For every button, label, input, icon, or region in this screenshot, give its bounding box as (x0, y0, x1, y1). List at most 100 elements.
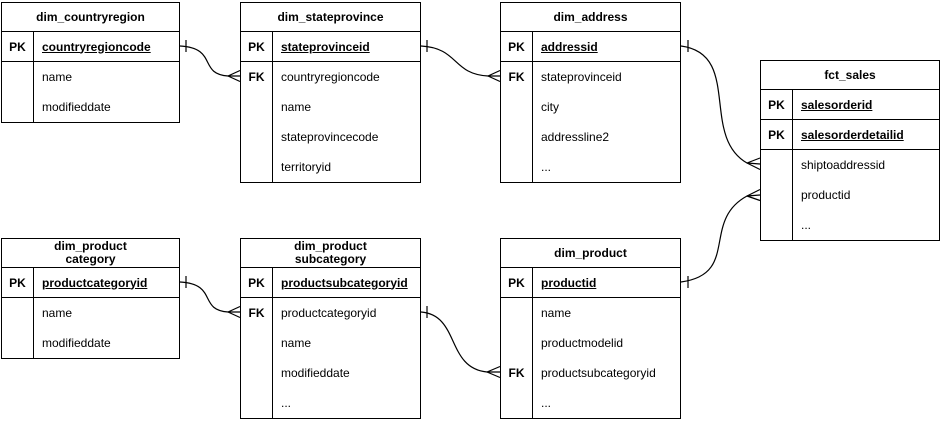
table-title-text: dim_stateprovince (277, 9, 384, 24)
key-label (241, 152, 273, 182)
field-name: salesorderdetailid (801, 127, 904, 142)
field-name: city (541, 100, 559, 114)
key-label (761, 150, 793, 180)
key-label: PK (241, 268, 273, 297)
table-title-text: dim_product (554, 245, 627, 260)
key-label: PK (761, 90, 793, 119)
table-row: PK stateprovinceid (241, 32, 420, 62)
field-name: addressid (541, 39, 598, 54)
table-title-text: dim_countryregion (36, 9, 145, 24)
field-name: name (42, 306, 73, 320)
table-title-text: dim_product category (54, 239, 127, 266)
key-label (2, 62, 34, 92)
field-name: name (541, 306, 572, 320)
field-name: productmodelid (541, 336, 624, 350)
key-label: PK (501, 32, 533, 61)
table-row: FK productsubcategoryid (501, 358, 680, 388)
field-name: stateprovinceid (541, 70, 622, 84)
table-row: FK productcategoryid (241, 298, 420, 328)
table-fct-sales[interactable]: fct_sales PK salesorderid PK salesorderd… (760, 60, 940, 241)
table-row: PK countryregioncode (2, 32, 179, 62)
field-name: name (281, 100, 312, 114)
relationship-countryregion-to-stateprovince[interactable] (179, 40, 241, 83)
field-name: ... (281, 396, 292, 410)
field-name: salesorderid (801, 97, 873, 112)
table-row: name (501, 298, 680, 328)
key-label: PK (761, 120, 793, 149)
key-label (2, 298, 34, 328)
table-row: modifieddate (2, 92, 179, 122)
table-title-text: dim_product subcategory (294, 239, 367, 266)
table-row: territoryid (241, 152, 420, 182)
many-crow-foot-icon (487, 69, 501, 83)
field-name: productsubcategoryid (541, 366, 656, 380)
table-row: FK stateprovinceid (501, 62, 680, 92)
field-name: stateprovinceid (281, 39, 370, 54)
table-dim-productsubcategory[interactable]: dim_product subcategory PK productsubcat… (240, 238, 421, 419)
table-row: ... (761, 210, 939, 240)
table-title: dim_address (501, 3, 680, 32)
table-row: PK productid (501, 268, 680, 298)
table-row: ... (241, 388, 420, 418)
table-row: productid (761, 180, 939, 210)
many-crow-foot-icon (227, 69, 241, 83)
relationship-productsubcategory-to-product[interactable] (420, 306, 501, 379)
key-label (241, 388, 273, 418)
table-row: stateprovincecode (241, 122, 420, 152)
table-dim-product[interactable]: dim_product PK productid name productmod… (500, 238, 681, 419)
table-title: dim_product category (2, 239, 179, 268)
table-row: PK salesorderdetailid (761, 120, 939, 150)
key-label: FK (501, 358, 533, 388)
relationship-address-to-fctsales[interactable] (680, 40, 761, 171)
key-label (241, 92, 273, 122)
table-row: PK productcategoryid (2, 268, 179, 298)
connector-path (179, 281, 240, 313)
relationship-product-to-fctsales[interactable] (680, 188, 761, 289)
table-dim-address[interactable]: dim_address PK addressid FK stateprovinc… (500, 2, 681, 183)
key-label (761, 210, 793, 240)
field-name: name (42, 70, 73, 84)
table-row: modifieddate (2, 328, 179, 358)
table-row: ... (501, 152, 680, 182)
key-label (501, 298, 533, 328)
table-row: productmodelid (501, 328, 680, 358)
key-label (241, 328, 273, 358)
table-dim-countryregion[interactable]: dim_countryregion PK countryregioncode n… (1, 2, 180, 123)
relationship-productcategory-to-productsubcategory[interactable] (179, 276, 241, 319)
field-name: countryregioncode (42, 39, 151, 54)
table-row: city (501, 92, 680, 122)
key-label (501, 328, 533, 358)
table-dim-stateprovince[interactable]: dim_stateprovince PK stateprovinceid FK … (240, 2, 421, 183)
many-crow-foot-icon (746, 188, 761, 202)
field-name: productid (541, 275, 597, 290)
key-label (761, 180, 793, 210)
table-row: addressline2 (501, 122, 680, 152)
field-name: productcategoryid (281, 306, 377, 320)
many-crow-foot-icon (227, 305, 241, 319)
key-label: FK (241, 298, 273, 328)
connector-path (179, 45, 240, 77)
field-name: ... (541, 396, 552, 410)
field-name: productsubcategoryid (281, 275, 408, 290)
table-row: FK countryregioncode (241, 62, 420, 92)
table-title: dim_product (501, 239, 680, 268)
table-dim-productcategory[interactable]: dim_product category PK productcategoryi… (1, 238, 180, 359)
connector-path (420, 311, 500, 373)
field-name: ... (541, 160, 552, 174)
table-row: PK addressid (501, 32, 680, 62)
field-name: stateprovincecode (281, 130, 379, 144)
table-row: shiptoaddressid (761, 150, 939, 180)
field-name: productid (801, 188, 851, 202)
table-row: name (241, 92, 420, 122)
table-row: modifieddate (241, 358, 420, 388)
key-label: PK (501, 268, 533, 297)
field-name: ... (801, 218, 812, 232)
many-crow-foot-icon (486, 365, 501, 379)
key-label (501, 122, 533, 152)
table-title: dim_product subcategory (241, 239, 420, 268)
key-label: PK (2, 32, 34, 61)
table-row: PK productsubcategoryid (241, 268, 420, 298)
key-label (501, 92, 533, 122)
relationship-stateprovince-to-address[interactable] (420, 40, 501, 83)
